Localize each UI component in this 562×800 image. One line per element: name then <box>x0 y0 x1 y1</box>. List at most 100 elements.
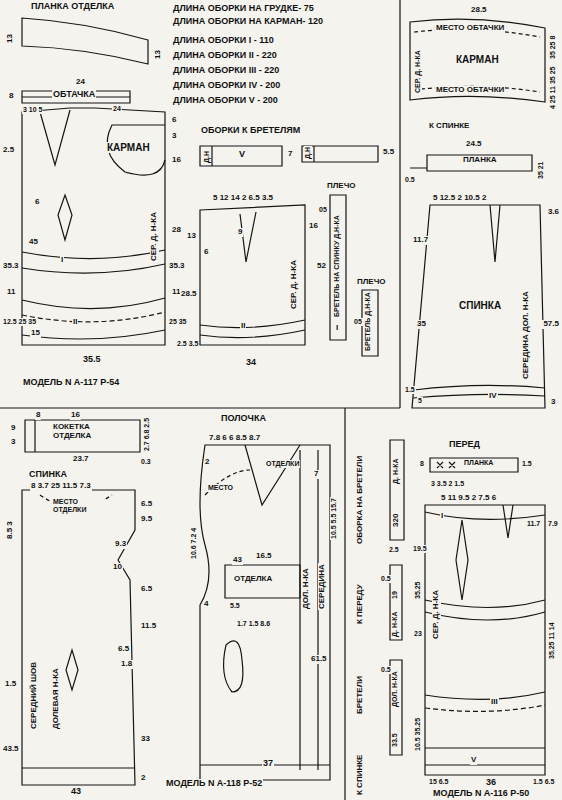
piece-label: ОБТАЧКА <box>52 90 96 100</box>
pattern-outline <box>22 298 165 339</box>
dimension-label: 23 <box>413 630 423 638</box>
dimension-label: 13 <box>154 49 163 60</box>
pattern-outline <box>245 445 300 505</box>
dimension-label: МОДЕЛЬ N A-116 P-50 <box>432 789 530 799</box>
dimension-label: 34 <box>245 358 257 368</box>
dimension-label: К ПЕРЕДУ <box>356 583 365 625</box>
dimension-label: 35 21 <box>537 160 545 180</box>
dimension-label: 1.5 <box>404 386 416 394</box>
dimension-label: 25 35 <box>168 318 188 326</box>
dimension-label: 24.5 <box>465 140 483 149</box>
dimension-label: 2.7 6.8 2.5 <box>143 417 151 452</box>
dimension-label: 3 <box>550 398 556 407</box>
pattern-outline <box>22 108 165 345</box>
dimension-label: 37 <box>262 759 274 769</box>
piece-label: ОТДЕЛКА <box>233 575 273 584</box>
pattern-outline <box>410 155 532 171</box>
pattern-outline <box>503 505 513 538</box>
pattern-outline <box>58 195 72 240</box>
dimension-label: 8 <box>8 92 14 101</box>
pattern-outline <box>390 565 402 640</box>
dimension-label: V <box>238 150 246 160</box>
dimension-label: 10.5 35.25 <box>414 717 422 752</box>
piece-label: МЕСТО ОТДЕЛКИ <box>52 498 104 513</box>
dimension-label: 28 <box>171 226 182 235</box>
dimension-label: 13 <box>6 33 15 44</box>
dimension-label: 11 <box>6 288 16 297</box>
dimension-label: 52 <box>316 262 327 271</box>
dimension-label: СЕР. Д. Н-КА <box>290 259 299 310</box>
dimension-label: 6.5 <box>140 500 153 509</box>
pattern-outline <box>205 470 250 495</box>
dimension-label: 16.5 <box>255 552 273 561</box>
dimension-label: 5 11 9.5 2 7.5 6 <box>440 494 497 503</box>
dimension-label: 57.5 <box>542 320 560 329</box>
piece-label: СПИНКА <box>458 300 502 311</box>
dimension-label: Д.Н <box>203 150 211 164</box>
dimension-label: 1.7 1.5 8.6 <box>236 620 271 628</box>
dimension-label: 16 <box>70 411 81 420</box>
dimension-label: 61.5 <box>310 655 328 664</box>
dimension-label: 0.5 <box>380 575 392 583</box>
dimension-label: 19 <box>391 590 399 600</box>
pattern-outline <box>413 385 545 398</box>
pattern-outline <box>240 212 256 262</box>
dimension-label: I <box>335 324 339 333</box>
dimension-label: СЕР. Д. Н-КА <box>150 211 159 262</box>
dimension-label: 33 <box>140 735 151 744</box>
dimension-label: ДОЛЕВАЯ Н-КА <box>52 667 61 730</box>
pattern-outline <box>456 520 468 600</box>
dimension-label: СЕРЕДНИЙ ШОВ <box>30 661 39 730</box>
dimension-label: IV <box>488 392 498 401</box>
dimension-label: ДЛИНА ОБОРКИ II - 220 <box>172 51 278 61</box>
dimension-label: 28.5 <box>470 6 488 15</box>
piece-label: ПЛАНКА <box>463 459 494 467</box>
piece-label: КАРМАН <box>106 142 151 153</box>
dimension-label: Д. Н-КА <box>391 610 399 638</box>
piece-label: ПЛАНКА <box>462 156 498 165</box>
dimension-label: 3 10 5 <box>22 106 43 114</box>
pattern-outline <box>22 91 130 103</box>
dimension-label: СЕРЕДИНА ДОЛ. Н-КА <box>522 290 531 380</box>
dimension-label: 11.5 <box>140 622 157 631</box>
pattern-outline <box>66 650 78 690</box>
piece-label: ОТДЕЛКИ <box>265 460 300 468</box>
dimension-label: 35 <box>416 320 427 329</box>
dimension-label: СЕР. Д. Н-КА <box>432 589 441 640</box>
pattern-outline <box>200 146 282 166</box>
piece-label: ПЕРЕД <box>448 440 481 450</box>
pattern-outline <box>425 505 545 775</box>
dimension-label: 19.5 <box>412 545 428 553</box>
dimension-label: 7.9 <box>547 520 559 528</box>
pattern-outline <box>414 29 540 92</box>
dimension-label: ДЛИНА ОБОРКИ I - 110 <box>172 36 275 46</box>
dimension-label: 1.5 <box>521 460 533 468</box>
pattern-outline <box>362 290 378 356</box>
dimension-label: БРЕТЕЛЬ Д.Н-КА <box>364 291 372 352</box>
dimension-label: 5 12.5 2 10.5 2 <box>432 194 487 203</box>
dimension-label: 2.5 <box>2 146 15 155</box>
pattern-outline <box>302 146 378 162</box>
dimension-label: ДОЛ. Н-КА <box>302 567 311 610</box>
pattern-outline <box>224 641 243 692</box>
dimension-label: ДЛИНА ОБОРКИ НА ГРУДКЕ- 75 <box>172 4 315 14</box>
dimension-label: 2.5 <box>388 546 400 554</box>
pattern-piece: КОКЕТКА ОТДЕЛКА <box>22 418 140 452</box>
dimension-label: 6 <box>171 116 177 125</box>
dimension-label: 12.5 25 35 <box>2 318 37 326</box>
dimension-label: МОДЕЛЬ N A-118 P-52 <box>165 779 263 789</box>
pattern-outline <box>22 490 135 785</box>
dimension-label: ДЛИНА ОБОРКИ НА КАРМАН- 120 <box>172 17 324 27</box>
dimension-label: 23.7 <box>72 455 90 464</box>
pattern-outline <box>0 0 545 800</box>
dimension-label: 35.5 <box>82 355 102 365</box>
dimension-label: СЕР. Д. Н-КА <box>414 49 422 94</box>
dimension-label: БРЕТЕЛЬ НА СПИНКУ Д.Н-КА <box>333 214 341 318</box>
dimension-label: 1.8 <box>120 660 133 669</box>
dimension-label: СЕРЕДИНА <box>318 563 327 610</box>
dimension-label: 4 <box>203 600 209 609</box>
dimension-label: 15 <box>30 329 41 338</box>
dimension-label: 11.7 <box>526 520 541 528</box>
pattern-outline <box>410 19 545 102</box>
